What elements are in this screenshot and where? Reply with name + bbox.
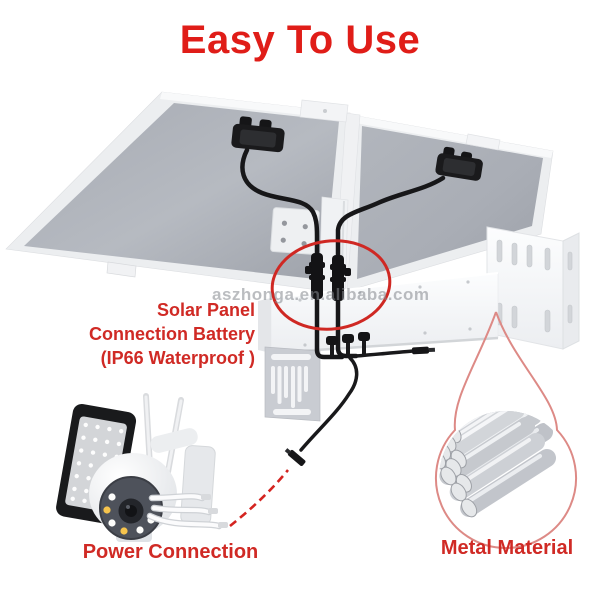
camera-pigtails [146, 492, 228, 530]
metal-material-label: Metal Material [440, 537, 574, 559]
output-cables [284, 332, 436, 466]
metal-material-callout [434, 311, 578, 550]
power-connection-dashed-line [229, 469, 290, 528]
solar-label-line1: Solar Panel [156, 300, 255, 320]
pole-mount-plate [264, 346, 321, 422]
power-plug-connector [284, 448, 306, 466]
junction-boxes [231, 116, 483, 181]
power-connection-label: Power Connection [82, 541, 259, 563]
highlight-ellipse [270, 239, 392, 331]
security-camera [56, 393, 228, 542]
solar-panel-array [5, 91, 554, 293]
page-title: Easy To Use [179, 18, 421, 62]
watermark-text: aszhonga.en.alibaba.com [212, 285, 430, 304]
wall-mount-bracket [486, 226, 580, 350]
solar-cables [240, 147, 446, 360]
waterproof-connectors [305, 253, 351, 301]
metal-rods [439, 411, 556, 518]
solar-label-line2: Connection Battery [88, 324, 255, 344]
solar-battery-callout-label: Solar Panel Connection Battery (IP66 Wat… [55, 298, 255, 370]
solar-label-line3: (IP66 Waterproof ) [100, 348, 255, 368]
